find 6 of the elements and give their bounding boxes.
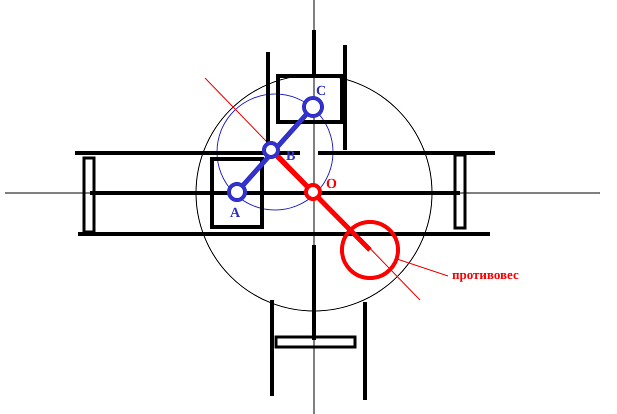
leader-line — [396, 258, 448, 276]
point-label: A — [230, 207, 240, 221]
callout-text: противовес — [452, 268, 519, 281]
point-label: O — [326, 178, 337, 192]
point-label: C — [316, 85, 326, 99]
counterweight-circle — [340, 220, 400, 280]
